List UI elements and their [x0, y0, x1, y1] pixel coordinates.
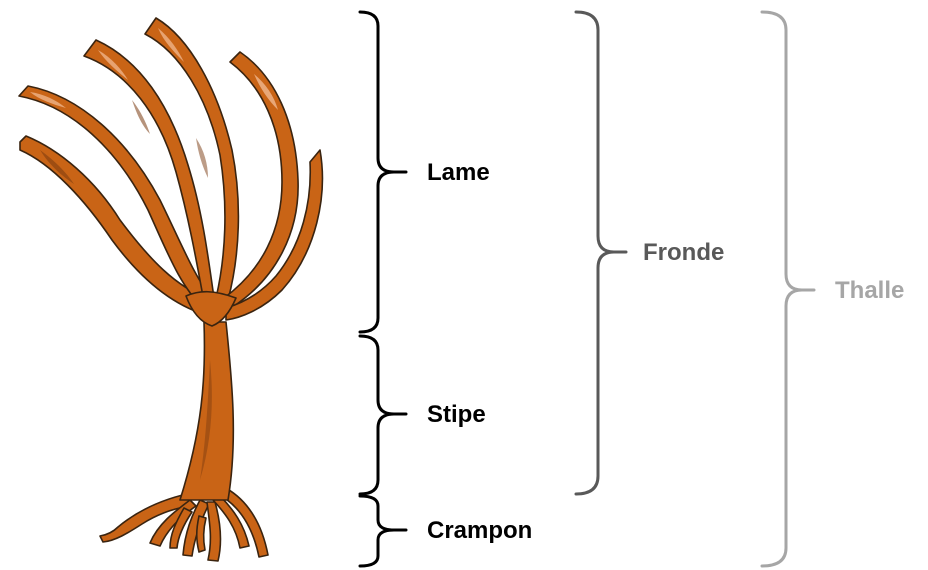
lame-label: Lame: [427, 161, 490, 185]
fronde-label: Fronde: [643, 241, 724, 265]
thalle-bracket: [762, 12, 814, 566]
stipe-bracket: [360, 336, 406, 494]
seaweed-illustration: [19, 18, 322, 561]
thalle-label: Thalle: [835, 279, 904, 303]
crampon-label: Crampon: [427, 519, 532, 543]
lame-bracket: [360, 12, 406, 332]
crampon-bracket: [360, 496, 406, 566]
stipe-shape: [180, 322, 233, 500]
stipe-label: Stipe: [427, 403, 486, 427]
fronde-bracket: [576, 12, 626, 494]
